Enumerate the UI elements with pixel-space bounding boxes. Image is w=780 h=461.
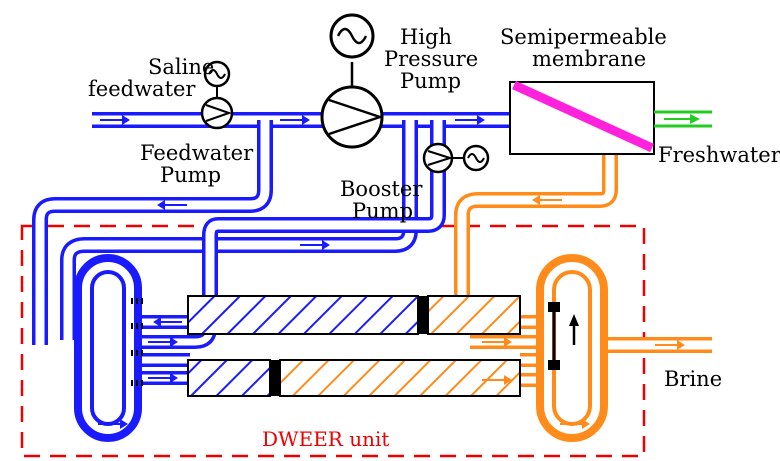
membrane-module: [509, 80, 655, 155]
dweer-unit-label: DWEER unit: [262, 427, 389, 451]
bottom-piston: [270, 360, 280, 396]
bottom-cylinder: [187, 359, 521, 397]
flow-arrow-icon: [300, 240, 330, 250]
membrane: [512, 80, 654, 153]
freshwater-label: Freshwater: [658, 143, 780, 167]
left-valve-vessel: [74, 254, 143, 442]
flow-arrow-icon: [153, 317, 182, 327]
right-valve-vessel: [536, 254, 608, 442]
valve-direction-arrow-icon: [569, 314, 579, 345]
flow-arrow-icon: [148, 373, 178, 383]
flow-arrow-icon: [560, 419, 590, 429]
flow-arrow-icon: [482, 375, 512, 385]
high-pressure-pump-label: High: [400, 25, 452, 49]
brine-label: Brine: [664, 367, 722, 391]
flow-arrow-icon: [482, 337, 512, 347]
flow-arrows: [98, 115, 685, 429]
top-cylinder: [187, 295, 521, 335]
saline-feedwater-label: feedwater: [88, 77, 196, 101]
flow-arrow-icon: [532, 195, 562, 205]
membrane-label: Semipermeable: [500, 25, 667, 49]
flow-arrow-icon: [148, 337, 178, 347]
booster-pump: [422, 142, 490, 174]
high-pressure-pump-label: Pressure: [384, 47, 478, 71]
high-pressure-pump: [320, 13, 384, 149]
valve-port-ticks: [131, 298, 143, 386]
flow-arrow-icon: [655, 340, 685, 350]
saline-feedwater-label: Saline: [148, 55, 214, 79]
feedwater-pump-label: Pump: [160, 163, 221, 187]
flow-arrow-icon: [455, 115, 485, 125]
flow-arrow-icon: [157, 200, 187, 210]
flow-arrow-icon: [100, 115, 130, 125]
flow-arrow-icon: [664, 114, 700, 124]
freshwater-outlet: [654, 110, 712, 128]
membrane-label: membrane: [532, 47, 646, 71]
pump-icon: [320, 85, 384, 149]
booster-pump-label: Booster: [340, 177, 423, 201]
flow-arrow-icon: [280, 115, 310, 125]
feedwater-pump-label: Feedwater: [140, 141, 254, 165]
high-pressure-pump-label: Pump: [400, 69, 461, 93]
booster-pump-label: Pump: [352, 199, 413, 223]
feedwater-pump: [200, 60, 234, 130]
top-piston: [418, 296, 428, 334]
flow-arrow-icon: [98, 419, 128, 429]
